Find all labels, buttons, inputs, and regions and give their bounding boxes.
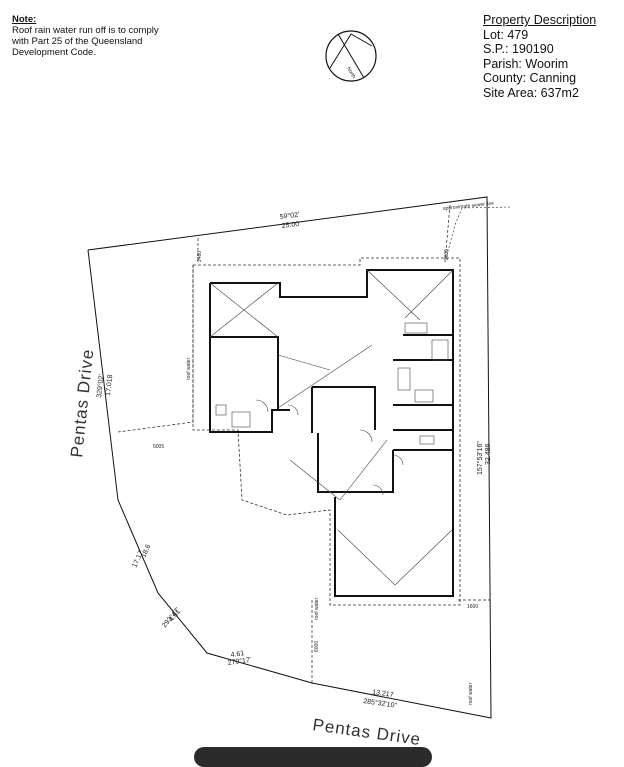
bottom-toolbar [194,747,432,767]
setback-top-label: 2460 [197,251,203,262]
lot-boundary [87,196,492,719]
bottom-length-label: 13.217 [372,689,394,699]
roof-water-label-left: roof water [186,357,192,380]
note-line: Roof rain water run off is to comply [12,25,159,36]
house-walls [209,269,454,597]
setback-left-label: 5005 [153,444,164,450]
curve3-bearing-label: 270°17' [227,656,251,667]
property-county: County: Canning [483,71,577,85]
note-heading: Note: [12,14,37,25]
roof-water-label-bottom: roof water [314,597,320,620]
north-label: North [345,66,356,80]
setback-top-right-label: 2035 [444,249,450,260]
setback-lines [117,204,490,683]
setback-bottom-label: 6000 [314,641,320,652]
property-sp: S.P.: 190190 [483,42,554,56]
property-description: Property Description Lot: 479 S.P.: 1901… [483,13,596,100]
property-heading: Property Description [483,13,597,27]
interior-details [209,269,454,586]
curve1-b-label: 18.6 [140,543,152,558]
street-name-left: Pentas Drive [67,348,97,459]
left-length-label: 17.018 [105,374,114,396]
roof-outline [192,257,461,606]
property-parish: Parish: Woorim [483,56,569,71]
street-name-bottom: Pentas Drive [311,715,422,749]
note-line: Development Code. [12,47,96,58]
left-bearing-label: 329°02' [95,374,105,398]
right-bearing-label: 157°53'16" [476,441,484,475]
roof-water-label-right: roof water [468,682,474,705]
sewer-label: approximate sewer line [443,201,495,212]
north-arrow-icon: North [325,30,377,82]
property-lot: Lot: 479 [483,27,529,42]
curve3-length-label: 4.61 [230,650,245,659]
top-length-label: 25.00 [281,221,299,230]
right-length-label: 32.486 [485,443,492,465]
note-block: Note: Roof rain water run off is to comp… [12,14,159,58]
note-line: with Part 25 of the Queensland [12,36,143,47]
setback-bottom-right-label: 1600 [467,604,478,610]
sewer-line [444,206,511,263]
property-area: Site Area: 637m2 [483,85,579,100]
top-bearing-label: 59°02' [279,211,300,221]
